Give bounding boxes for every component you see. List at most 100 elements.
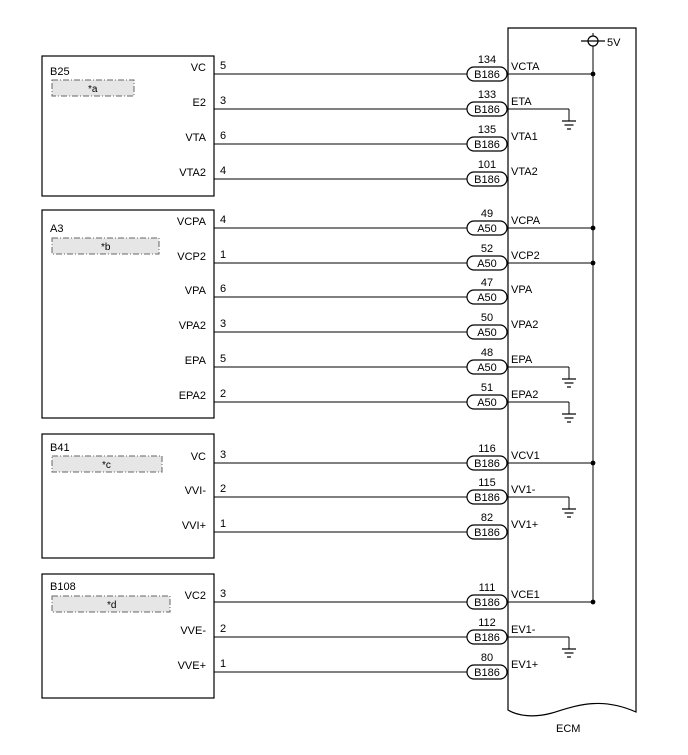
component-pin-number: 3 — [220, 588, 226, 600]
terminal-number: 101 — [478, 159, 496, 171]
terminal-number: 48 — [481, 347, 493, 359]
ref-box — [51, 455, 163, 473]
connector-label: A50 — [477, 327, 497, 339]
junction-dot — [590, 460, 596, 466]
component-pin-number: 2 — [220, 483, 226, 495]
component-pin-number: 4 — [220, 165, 226, 177]
component-pin-number: 3 — [220, 318, 226, 330]
component-pin-signal: E2 — [193, 97, 206, 109]
connector-label: A50 — [477, 292, 497, 304]
component-pin-signal: EPA2 — [179, 390, 206, 402]
connector-label: A50 — [477, 397, 497, 409]
terminal-number: 135 — [478, 124, 496, 136]
connector-pill — [466, 289, 508, 305]
connector-label: B186 — [474, 527, 500, 539]
component-pin-signal: VVI+ — [182, 520, 206, 532]
ref-box — [51, 79, 135, 97]
ecm-signal-name: VPA2 — [511, 319, 538, 331]
component-pin-signal: VCP2 — [177, 251, 206, 263]
terminal-number: 47 — [481, 277, 493, 289]
ecm-signal-name: EPA2 — [511, 389, 538, 401]
component-pin-signal: VPA — [185, 285, 207, 297]
connector-pill — [466, 136, 508, 152]
ecm-signal-name: VV1+ — [511, 519, 538, 531]
ecm-signal-name: VTA2 — [511, 166, 538, 178]
component-b108: B108 *d — [41, 573, 215, 699]
component-b25: B25 *a — [41, 55, 215, 197]
connector-label: B186 — [474, 632, 500, 644]
ecm-signal-name: VV1- — [511, 484, 536, 496]
connector-label: B186 — [474, 492, 500, 504]
connector-label: A50 — [477, 362, 497, 374]
ref-box — [51, 237, 160, 255]
ecm-signal-name: EV1- — [511, 624, 536, 636]
ecm-signal-name: VPA — [511, 284, 533, 296]
junction-dot — [590, 260, 596, 266]
connector-label: A50 — [477, 258, 497, 270]
connector-pill — [466, 524, 508, 540]
ecm-signal-name: EPA — [511, 354, 533, 366]
ecm-signal-name: VCE1 — [511, 589, 540, 601]
connector-label: B186 — [474, 174, 500, 186]
terminal-number: 80 — [481, 652, 493, 664]
component-pin-signal: EPA — [185, 355, 207, 367]
connector-label: B186 — [474, 69, 500, 81]
component-pin-signal: VTA — [185, 132, 206, 144]
connector-label: B186 — [474, 139, 500, 151]
ecm-signal-name: VCV1 — [511, 450, 540, 462]
component-id: B108 — [50, 581, 76, 593]
ecm-signal-name: EV1+ — [511, 659, 538, 671]
component-pin-signal: VC2 — [185, 590, 206, 602]
connector-label: B186 — [474, 104, 500, 116]
component-a3: A3 *b — [41, 209, 215, 419]
ecm-signal-name: VCPA — [511, 215, 541, 227]
connector-pill — [466, 171, 508, 187]
terminal-number: 134 — [478, 54, 496, 66]
supply-bus: 5V — [581, 33, 621, 604]
component-b41: B41 *c — [41, 433, 215, 559]
connector-pill — [466, 664, 508, 680]
component-pin-number: 5 — [220, 353, 226, 365]
ecm-box — [507, 27, 637, 717]
connector-label: A50 — [477, 223, 497, 235]
component-id: B41 — [50, 442, 70, 454]
terminal-number: 82 — [481, 512, 493, 524]
component-pin-number: 2 — [220, 388, 226, 400]
connector-pill — [466, 324, 508, 340]
component-pin-number: 1 — [220, 658, 226, 670]
component-pin-signal: VC — [191, 451, 206, 463]
terminal-number: 111 — [479, 582, 496, 594]
terminal-number: 49 — [481, 208, 493, 220]
ref-label: *b — [101, 242, 111, 253]
terminal-number: 112 — [478, 617, 496, 629]
component-pin-number: 4 — [220, 214, 226, 226]
ecm-label: ECM — [556, 723, 580, 735]
ecm-signal-name: ETA — [511, 96, 532, 108]
ref-label: *c — [102, 460, 111, 471]
component-pin-signal: VVE- — [180, 625, 206, 637]
junction-dot — [590, 599, 596, 605]
connector-label: B186 — [474, 458, 500, 470]
component-pin-signal: VVE+ — [178, 660, 206, 672]
ref-box — [51, 595, 171, 613]
terminal-number: 116 — [478, 443, 496, 455]
component-pin-number: 1 — [220, 249, 226, 261]
component-pin-number: 5 — [220, 60, 226, 72]
ecm-signal-name: VCP2 — [511, 250, 540, 262]
connector-label: B186 — [474, 667, 500, 679]
component-id: B25 — [50, 66, 70, 78]
component-pin-signal: VVI- — [185, 485, 207, 497]
component-pin-signal: VPA2 — [179, 320, 206, 332]
terminal-number: 50 — [481, 312, 493, 324]
component-pin-number: 3 — [220, 95, 226, 107]
terminal-number: 115 — [478, 477, 496, 489]
component-pin-signal: VC — [191, 62, 206, 74]
supply-voltage-label: 5V — [607, 37, 621, 49]
component-pin-number: 3 — [220, 449, 226, 461]
junction-dot — [590, 71, 596, 77]
component-pin-signal: VCPA — [177, 216, 207, 228]
terminal-number: 52 — [481, 243, 493, 255]
terminal-number: 51 — [481, 382, 493, 394]
